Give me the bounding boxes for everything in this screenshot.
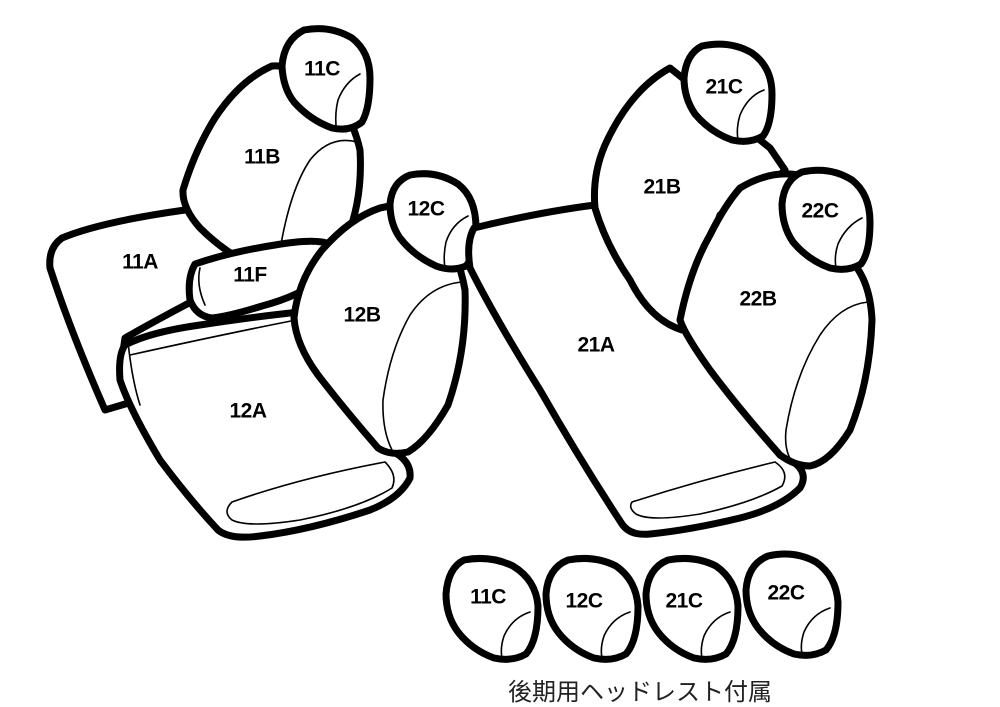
- part-12B-seam: [382, 281, 463, 451]
- part-22C: 22C: [778, 166, 874, 273]
- part-21A-seam-front: [629, 461, 786, 519]
- spare-headrest-4-shape: [742, 550, 842, 659]
- spare-headrest-3-shape: [642, 555, 742, 663]
- part-12C: 12C: [386, 170, 480, 273]
- part-12A-label: 12A: [229, 400, 266, 423]
- part-12A-seam-top: [127, 341, 141, 406]
- spare-headrest-2-label: 12C: [565, 590, 602, 613]
- part-11C-shape: [278, 25, 374, 133]
- part-11C-label: 11C: [304, 58, 340, 81]
- part-22C-seam: [834, 217, 863, 269]
- part-22B-label: 22B: [739, 288, 776, 311]
- spare-headrest-1-seam: [500, 611, 531, 659]
- spare-headrest-1-label: 11C: [470, 586, 506, 609]
- spare-headrest-4-seam: [800, 607, 831, 655]
- part-22C-shape: [778, 166, 874, 273]
- spare-headrest-3-seam: [700, 611, 731, 659]
- part-11C: 11C: [278, 25, 374, 133]
- part-11B-seam: [279, 139, 358, 251]
- part-11F-label: 11F: [233, 264, 267, 287]
- part-12C-label: 12C: [407, 198, 444, 221]
- spare-headrest-2-shape: [542, 555, 642, 663]
- part-21A-label: 21A: [577, 334, 614, 357]
- part-21C-seam: [736, 89, 765, 141]
- part-12A-seam-front: [226, 461, 395, 525]
- part-12B-label: 12B: [343, 304, 380, 327]
- spare-headrest-2: 12C: [542, 555, 642, 663]
- part-12C-shape: [386, 170, 480, 273]
- spare-headrest-4-label: 22C: [767, 582, 804, 605]
- spare-headrest-3: 21C: [642, 555, 742, 663]
- part-21B-label: 21B: [643, 176, 680, 199]
- part-22B-seam: [784, 301, 869, 463]
- spare-headrest-4: 22C: [742, 550, 842, 659]
- part-11A-label: 11A: [122, 251, 158, 274]
- part-12A: 12A: [116, 308, 414, 541]
- part-21C-shape: [680, 40, 776, 145]
- part-12C-seam: [443, 215, 469, 269]
- part-11F-seam: [198, 267, 206, 306]
- spare-headrest-1-shape: [442, 555, 542, 663]
- part-21C: 21C: [680, 40, 776, 145]
- spare-headrest-3-label: 21C: [665, 590, 702, 613]
- spare-headrest-1: 11C: [442, 555, 542, 663]
- spare-headrest-2-seam: [600, 611, 631, 659]
- part-21C-label: 21C: [705, 76, 742, 99]
- caption: 後期用ヘッドレスト付属: [508, 678, 772, 706]
- part-12A-seam-back: [129, 319, 297, 356]
- part-12A-shape: [116, 308, 414, 541]
- part-11B-label: 11B: [244, 146, 280, 169]
- part-22C-label: 22C: [801, 200, 838, 223]
- part-11C-seam: [334, 73, 361, 127]
